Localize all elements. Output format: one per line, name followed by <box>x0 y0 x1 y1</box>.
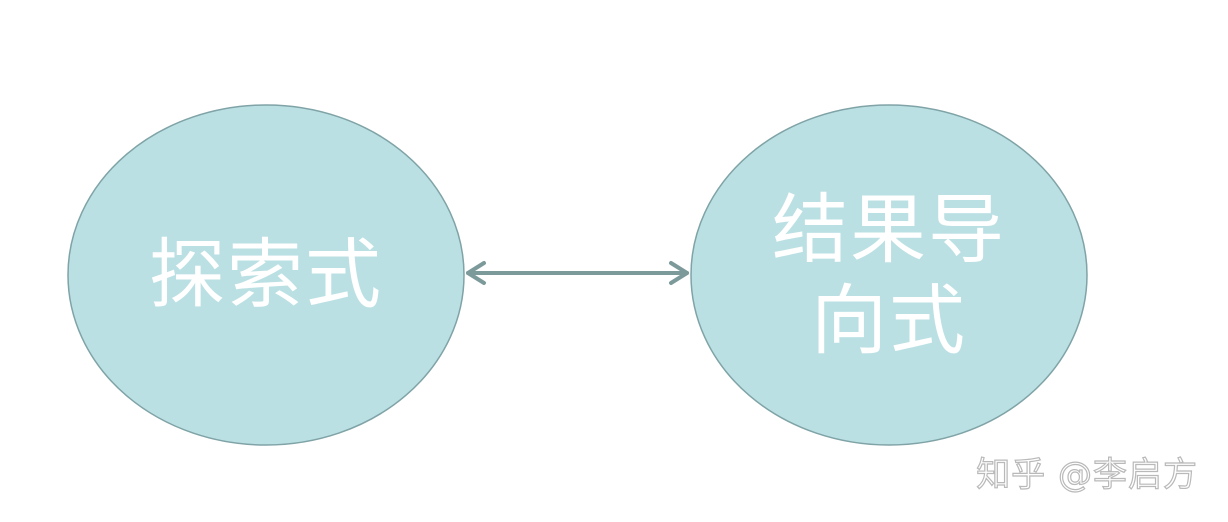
arrow-head-left <box>466 261 486 285</box>
node-result-oriented-text-line2: 向式 <box>811 276 967 365</box>
arrow-head-right <box>669 261 689 285</box>
node-result-oriented-text-line1: 结果导 <box>772 184 1006 274</box>
node-explorative-label: 探索式 <box>68 105 464 445</box>
node-explorative-text: 探索式 <box>149 230 383 320</box>
node-result-oriented-label: 结果导 向式 <box>691 105 1087 445</box>
node-explorative-ellipse <box>67 104 465 446</box>
node-result-oriented-ellipse <box>690 104 1088 446</box>
watermark: 知乎 @李启方 <box>976 454 1198 495</box>
bidirectional-arrow <box>466 261 689 285</box>
